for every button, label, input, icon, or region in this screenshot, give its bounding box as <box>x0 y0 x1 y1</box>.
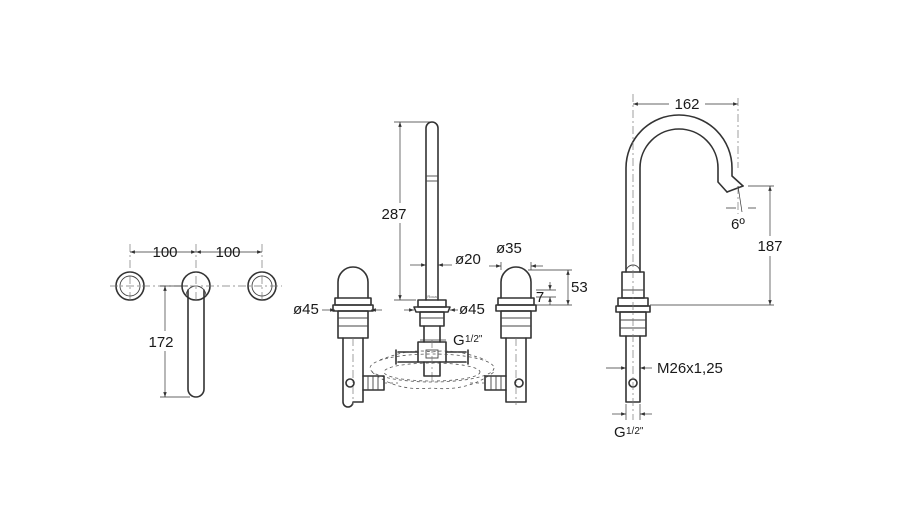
front-view: 100 100 172 <box>110 244 282 398</box>
spout-view: 162 6º 187 M26x1,25 G 1/2" <box>606 94 788 441</box>
spout-connection-label: G <box>614 424 626 441</box>
gooseneck-spout <box>615 94 744 420</box>
side-view: Roca <box>293 121 588 408</box>
side-dim-53-label: 53 <box>571 279 588 296</box>
spout-reach-label: 162 <box>674 96 699 113</box>
front-spacing-right-label: 100 <box>215 244 240 261</box>
side-base-diameter-left-label: ø45 <box>293 301 319 318</box>
side-spout: Roca <box>395 121 469 380</box>
spout-connection-fraction: 1/2" <box>626 426 644 437</box>
side-spout-height-label: 287 <box>381 206 406 223</box>
side-connection-fraction: 1/2" <box>465 334 483 345</box>
side-right-valve <box>470 266 537 405</box>
spout-thread-label: M26x1,25 <box>657 360 723 377</box>
front-spout-height-label: 172 <box>148 334 173 351</box>
side-handle-diameter-label: ø35 <box>496 240 522 257</box>
side-base-diameter-right-label: ø45 <box>459 301 485 318</box>
side-connection-label: G <box>453 332 465 349</box>
brand-mark: Roca <box>427 294 437 299</box>
side-left-valve <box>332 266 398 408</box>
front-spacing-left-label: 100 <box>152 244 177 261</box>
front-spout <box>181 271 211 398</box>
side-spout-diameter-label: ø20 <box>455 251 481 268</box>
spout-height-label: 187 <box>757 238 782 255</box>
side-dim-7-label: 7 <box>536 289 544 306</box>
spout-angle-label: 6º <box>731 216 745 233</box>
